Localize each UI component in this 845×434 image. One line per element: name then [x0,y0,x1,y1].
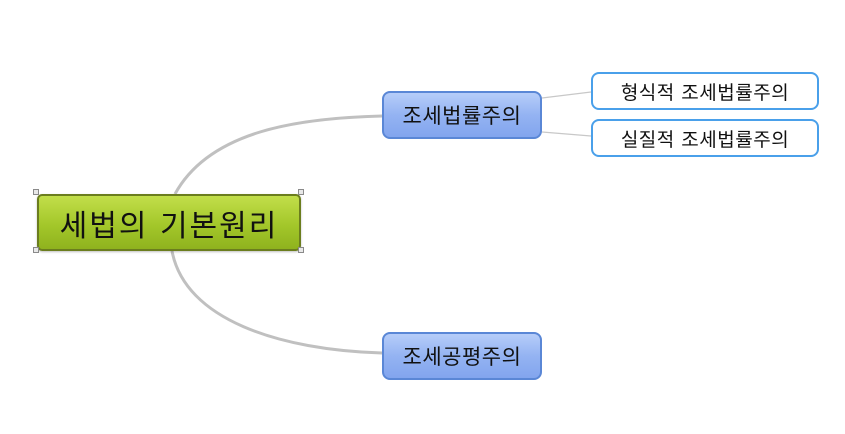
branch-node-label: 조세공평주의 [402,345,522,369]
root-node-label: 세법의 기본원리 [59,208,279,244]
connector-legal-to-substantive [541,131,592,137]
leaf-node-formal-legal-principle[interactable]: 형식적 조세법률주의 [591,72,819,110]
branch-node-label: 조세법률주의 [402,104,522,128]
leaf-node-label: 형식적 조세법률주의 [620,81,790,104]
leaf-node-label: 실질적 조세법률주의 [620,128,790,151]
root-node[interactable]: 세법의 기본원리 [37,194,301,251]
selection-handle-top-left[interactable] [33,189,39,195]
selection-handle-bottom-left[interactable] [33,247,39,253]
selection-handle-bottom-right[interactable] [298,247,304,253]
connector-root-to-fairness-principle [170,250,383,355]
connector-root-to-legal-principle [173,114,383,195]
leaf-node-substantive-legal-principle[interactable]: 실질적 조세법률주의 [591,119,819,157]
selection-handle-top-right[interactable] [298,189,304,195]
branch-node-fairness-principle[interactable]: 조세공평주의 [382,332,542,380]
connector-legal-to-formal [541,91,592,99]
branch-node-legal-principle[interactable]: 조세법률주의 [382,91,542,139]
